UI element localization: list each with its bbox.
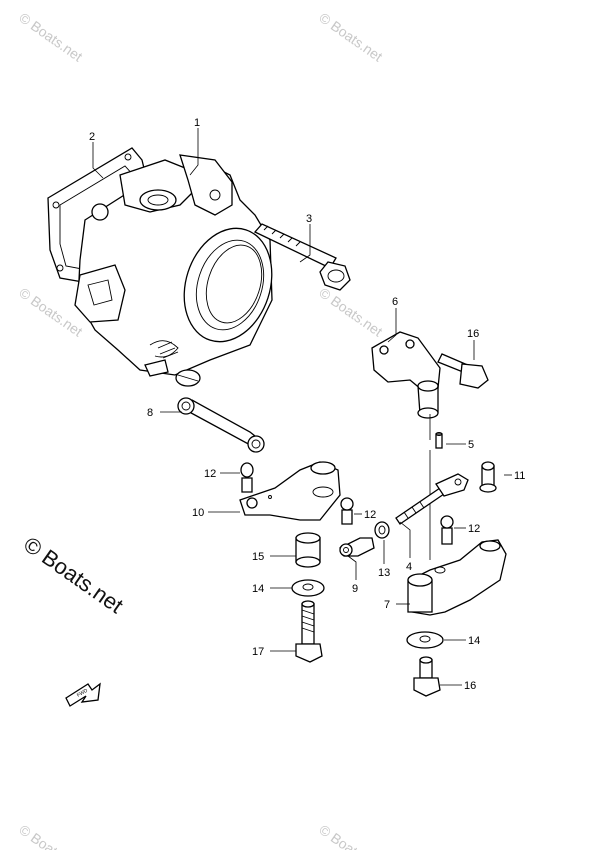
bolt-part-17 (295, 600, 323, 663)
callout-15: 15 (252, 551, 264, 563)
callout-2: 2 (89, 131, 95, 143)
callout-4: 4 (406, 561, 412, 573)
rod-part-4 (395, 473, 469, 525)
callout-labels: 1 2 3 6 16 8 5 11 12 10 12 12 4 13 9 15 … (89, 117, 525, 692)
callout-3: 3 (306, 213, 312, 225)
callout-14b: 14 (468, 635, 480, 647)
lever-part-7 (407, 539, 507, 616)
watermark-bottom-right: © Boats.net (316, 821, 385, 850)
lever-part-10 (239, 461, 341, 521)
callout-17: 17 (252, 646, 264, 658)
ball-stud-part-12b (340, 497, 354, 525)
watermark-mid-right: © Boats.net (316, 284, 385, 339)
callout-12c: 12 (468, 523, 480, 535)
bracket-part-6 (371, 331, 441, 419)
watermark-top-right: © Boats.net (316, 9, 385, 64)
ball-stud-part-12c (440, 515, 454, 545)
collar-part-15 (295, 532, 321, 568)
callout-1: 1 (194, 117, 200, 129)
callout-16-top: 16 (467, 328, 479, 340)
callout-13: 13 (378, 567, 390, 579)
washer-part-14b (406, 631, 444, 649)
leader-lines (92, 128, 512, 686)
link-rod-part-8 (177, 397, 265, 453)
bolt-part-16-top (437, 353, 489, 389)
callout-14a: 14 (252, 583, 264, 595)
callout-6: 6 (392, 296, 398, 308)
fwd-arrow-icon: FWD (65, 682, 101, 707)
washer-part-14a (291, 579, 325, 597)
nut-part-13 (374, 521, 390, 539)
throttle-body-part (74, 154, 273, 387)
side-watermark: © Boats.net (19, 532, 128, 619)
ball-stud-part-12a (240, 462, 254, 493)
watermark-top-left: © Boats.net (16, 9, 85, 64)
callout-8: 8 (147, 407, 153, 419)
callout-9: 9 (352, 583, 358, 595)
watermark-mid-left: © Boats.net (16, 284, 85, 339)
stud-part-11 (479, 461, 497, 493)
callout-7: 7 (384, 599, 390, 611)
callout-10: 10 (192, 507, 204, 519)
pin-part-5 (435, 432, 443, 449)
bolt-part-16-bottom (413, 656, 441, 697)
ball-joint-part-9 (339, 537, 375, 557)
callout-16-bottom: 16 (464, 680, 476, 692)
callout-5: 5 (468, 439, 474, 451)
callout-11: 11 (514, 470, 525, 482)
watermark-bottom-left: © Boats.net (16, 821, 85, 850)
bolt-part-3 (253, 223, 351, 291)
callout-12b: 12 (364, 509, 376, 521)
callout-12a: 12 (204, 468, 216, 480)
fwd-arrow-label: FWD (76, 688, 89, 699)
